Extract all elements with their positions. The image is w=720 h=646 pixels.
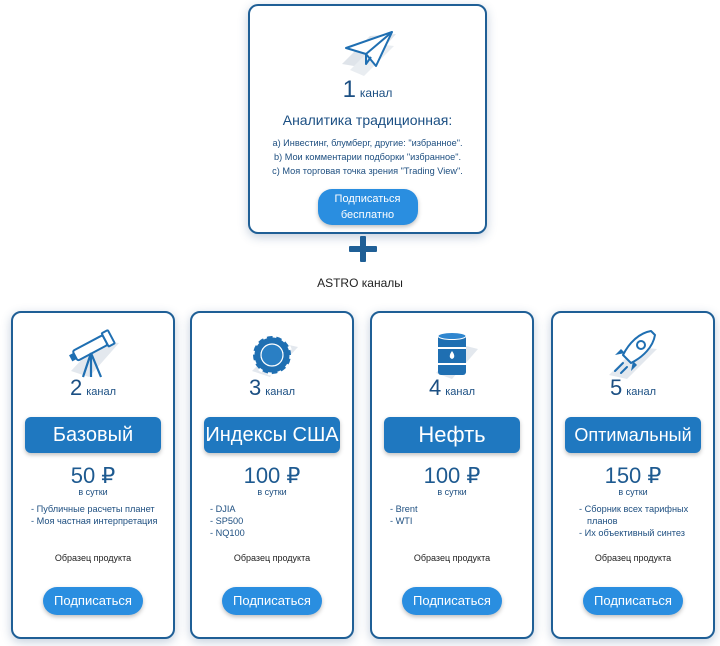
price-period: в сутки [257, 487, 287, 497]
poker-chip-icon [242, 325, 302, 381]
sample-product-link[interactable]: Образец продукта [54, 553, 132, 563]
subscribe-button[interactable]: Подписаться [402, 587, 502, 615]
oil-barrel-icon [422, 325, 482, 381]
plan-price: 100 ₽ [423, 463, 481, 488]
price-period: в сутки [437, 487, 467, 497]
price-period: в сутки [618, 487, 648, 497]
list-item: - NQ100 [210, 528, 245, 538]
sample-product-link[interactable]: Образец продукта [413, 553, 491, 563]
plan-features: - Публичные расчеты планет - Моя частная… [31, 503, 163, 527]
rocket-icon [603, 325, 663, 381]
subscribe-free-button[interactable]: Подписаться бесплатно [317, 189, 418, 225]
list-item: - Моя частная интерпретация [31, 516, 158, 526]
plan-title: Индексы США [204, 417, 340, 453]
list-item: - WTI [390, 516, 413, 526]
subscribe-button[interactable]: Подписаться [583, 587, 683, 615]
list-item: a) Инвестинг, блумберг, другие: "избранн… [272, 138, 463, 148]
sample-product-link[interactable]: Образец продукта [233, 553, 311, 563]
plus-icon [349, 236, 377, 262]
plan-price: 100 ₽ [243, 463, 301, 488]
list-item: - Их объективный синтез [579, 528, 686, 538]
sample-product-link[interactable]: Образец продукта [594, 553, 672, 563]
plan-price: 50 ₽ [70, 463, 116, 488]
list-item: - Публичные расчеты планет [31, 504, 155, 514]
list-item: b) Мои комментарии подборки "избранное". [273, 152, 462, 162]
list-item: - Brent [390, 504, 418, 514]
free-channel-list: a) Инвестинг, блумберг, другие: "избранн… [250, 136, 485, 178]
list-item: - SP500 [210, 516, 244, 526]
plan-features: - Сборник всех тарифных планов - Их объе… [579, 503, 703, 539]
list-item: - Сборник всех тарифных [579, 504, 689, 514]
list-item: планов [587, 516, 618, 526]
plan-features: - Brent - WTI [390, 503, 522, 527]
price-period: в сутки [78, 487, 108, 497]
paper-plane-icon [336, 24, 400, 80]
plan-title: Базовый [25, 417, 161, 453]
telescope-icon [63, 325, 123, 381]
plan-title: Нефть [384, 417, 520, 453]
free-channel-title: Аналитика традиционная: [282, 112, 453, 128]
plan-features: - DJIA - SP500 - NQ100 [210, 503, 342, 539]
list-item: c) Моя торговая точка зрения "Trading Vi… [272, 166, 463, 176]
plan-title: Оптимальный [565, 417, 701, 453]
plan-price: 150 ₽ [604, 463, 662, 488]
list-item: - DJIA [210, 504, 236, 514]
astro-section-label: ASTRO каналы [317, 276, 403, 290]
subscribe-button[interactable]: Подписаться [43, 587, 143, 615]
subscribe-button[interactable]: Подписаться [222, 587, 322, 615]
